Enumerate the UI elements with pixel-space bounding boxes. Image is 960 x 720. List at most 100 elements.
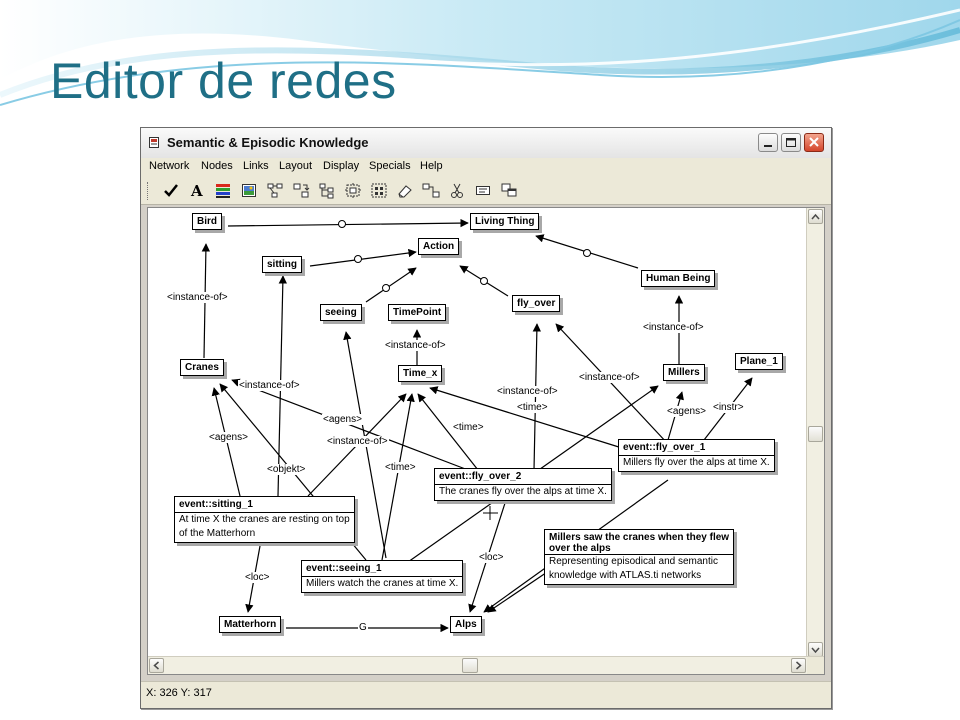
- maximize-button[interactable]: [781, 133, 801, 152]
- scroll-right-button[interactable]: [791, 658, 806, 673]
- scroll-up-button[interactable]: [808, 209, 823, 224]
- app-icon: [149, 137, 159, 148]
- toolbar-grip[interactable]: [147, 182, 150, 200]
- cursor-coordinates: X: 326 Y: 317: [146, 687, 212, 699]
- import-nodes-button[interactable]: [291, 181, 311, 200]
- node-matterhorn[interactable]: Matterhorn: [219, 616, 282, 633]
- label-agens: <agens>: [322, 414, 363, 425]
- status-bar: X: 326 Y: 317: [141, 681, 831, 708]
- slide-title: Editor de redes: [50, 53, 397, 109]
- node-cranes[interactable]: Cranes: [180, 359, 224, 376]
- network-canvas[interactable]: <instance-of> <instance-of> <instance-of…: [147, 207, 825, 675]
- select-nodes-button[interactable]: [369, 181, 389, 200]
- app-window: Semantic & Episodic Knowledge Network No…: [140, 127, 832, 709]
- memo-fly-over-1[interactable]: event::fly_over_1 Millers fly over the a…: [618, 439, 775, 472]
- font-button[interactable]: A: [187, 181, 207, 200]
- label-time: <time>: [384, 462, 417, 473]
- title-bar[interactable]: Semantic & Episodic Knowledge: [141, 128, 831, 159]
- minimize-icon: [764, 145, 772, 147]
- color-bars-icon: [216, 184, 230, 198]
- minimize-button[interactable]: [758, 133, 778, 152]
- horizontal-scroll-thumb[interactable]: [462, 658, 478, 673]
- menu-layout[interactable]: Layout: [279, 160, 313, 172]
- svg-text:A: A: [190, 182, 203, 200]
- menu-links[interactable]: Links: [243, 160, 269, 172]
- chevron-up-icon: [811, 213, 820, 220]
- label-instr: <instr>: [712, 402, 745, 413]
- font-icon: A: [190, 182, 203, 200]
- label-time: <time>: [452, 422, 485, 433]
- node-plane-1[interactable]: Plane_1: [735, 353, 783, 370]
- comment-button[interactable]: [473, 181, 493, 200]
- link-button[interactable]: [421, 181, 441, 200]
- select-nodes-icon: [371, 183, 387, 198]
- memo-fly-over-2[interactable]: event::fly_over_2 The cranes fly over th…: [434, 468, 612, 501]
- scroll-down-button[interactable]: [808, 642, 823, 657]
- select-all-icon: [345, 183, 361, 198]
- horizontal-scrollbar[interactable]: [148, 656, 824, 674]
- node-alps[interactable]: Alps: [450, 616, 482, 633]
- chevron-right-icon: [796, 661, 802, 670]
- close-button[interactable]: [804, 133, 824, 152]
- label-instance-of: <instance-of>: [384, 340, 447, 351]
- label-time: <time>: [516, 402, 549, 413]
- node-living-thing[interactable]: Living Thing: [470, 213, 540, 230]
- label-instance-of: <instance-of>: [238, 380, 301, 391]
- comment-icon: [476, 186, 490, 195]
- network-layout-icon: [267, 183, 283, 198]
- menu-network[interactable]: Network: [149, 160, 190, 172]
- node-fly-over[interactable]: fly_over: [512, 295, 561, 312]
- node-timepoint[interactable]: TimePoint: [388, 304, 447, 321]
- chevron-left-icon: [153, 661, 159, 670]
- label-loc: <loc>: [478, 552, 505, 563]
- toolbar: A: [141, 177, 831, 205]
- scroll-corner: [807, 657, 824, 674]
- maximize-icon: [786, 138, 796, 147]
- label-g: G: [358, 622, 368, 633]
- label-agens: <agens>: [208, 432, 249, 443]
- import-nodes-icon: [293, 183, 310, 198]
- chevron-down-icon: [811, 647, 820, 654]
- window-title: Semantic & Episodic Knowledge: [167, 135, 369, 150]
- memo-millers-saw-cranes[interactable]: Millers saw the cranes when they flew ov…: [544, 529, 735, 585]
- vertical-scrollbar[interactable]: [806, 208, 824, 658]
- menu-display[interactable]: Display: [323, 160, 360, 172]
- layout-button[interactable]: [265, 181, 285, 200]
- color-button[interactable]: [213, 181, 233, 200]
- label-loc: <loc>: [244, 572, 271, 583]
- label-instance-of: <instance-of>: [166, 292, 229, 303]
- window-button[interactable]: [499, 181, 519, 200]
- check-button[interactable]: [161, 181, 181, 200]
- label-instance-of: <instance-of>: [578, 372, 641, 383]
- cut-button[interactable]: [447, 181, 467, 200]
- menu-bar: Network Nodes Links Layout Display Speci…: [141, 158, 831, 177]
- menu-specials[interactable]: Specials: [369, 160, 411, 172]
- menu-help[interactable]: Help: [420, 160, 443, 172]
- node-time-x[interactable]: Time_x: [398, 365, 443, 382]
- node-sitting[interactable]: sitting: [262, 256, 302, 273]
- memo-seeing-1[interactable]: event::seeing_1 Millers watch the cranes…: [301, 560, 464, 593]
- picture-icon: [242, 184, 256, 197]
- select-all-button[interactable]: [343, 181, 363, 200]
- node-millers[interactable]: Millers: [663, 364, 705, 381]
- picture-button[interactable]: [239, 181, 259, 200]
- node-seeing[interactable]: seeing: [320, 304, 362, 321]
- label-instance-of: <instance-of>: [326, 436, 389, 447]
- check-icon: [164, 184, 178, 197]
- label-agens: <agens>: [666, 406, 707, 417]
- node-bird[interactable]: Bird: [192, 213, 222, 230]
- eraser-icon: [398, 185, 412, 198]
- label-objekt: <objekt>: [266, 464, 307, 475]
- node-human-being[interactable]: Human Being: [641, 270, 716, 287]
- node-action[interactable]: Action: [418, 238, 460, 255]
- close-icon: [809, 137, 819, 147]
- eraser-button[interactable]: [395, 181, 415, 200]
- memo-sitting-1[interactable]: event::sitting_1 At time X the cranes ar…: [174, 496, 355, 543]
- tree-layout-button[interactable]: [317, 181, 337, 200]
- menu-nodes[interactable]: Nodes: [201, 160, 233, 172]
- vertical-scroll-thumb[interactable]: [808, 426, 823, 442]
- tree-layout-icon: [319, 183, 334, 199]
- cut-icon: [451, 183, 463, 198]
- scroll-left-button[interactable]: [149, 658, 164, 673]
